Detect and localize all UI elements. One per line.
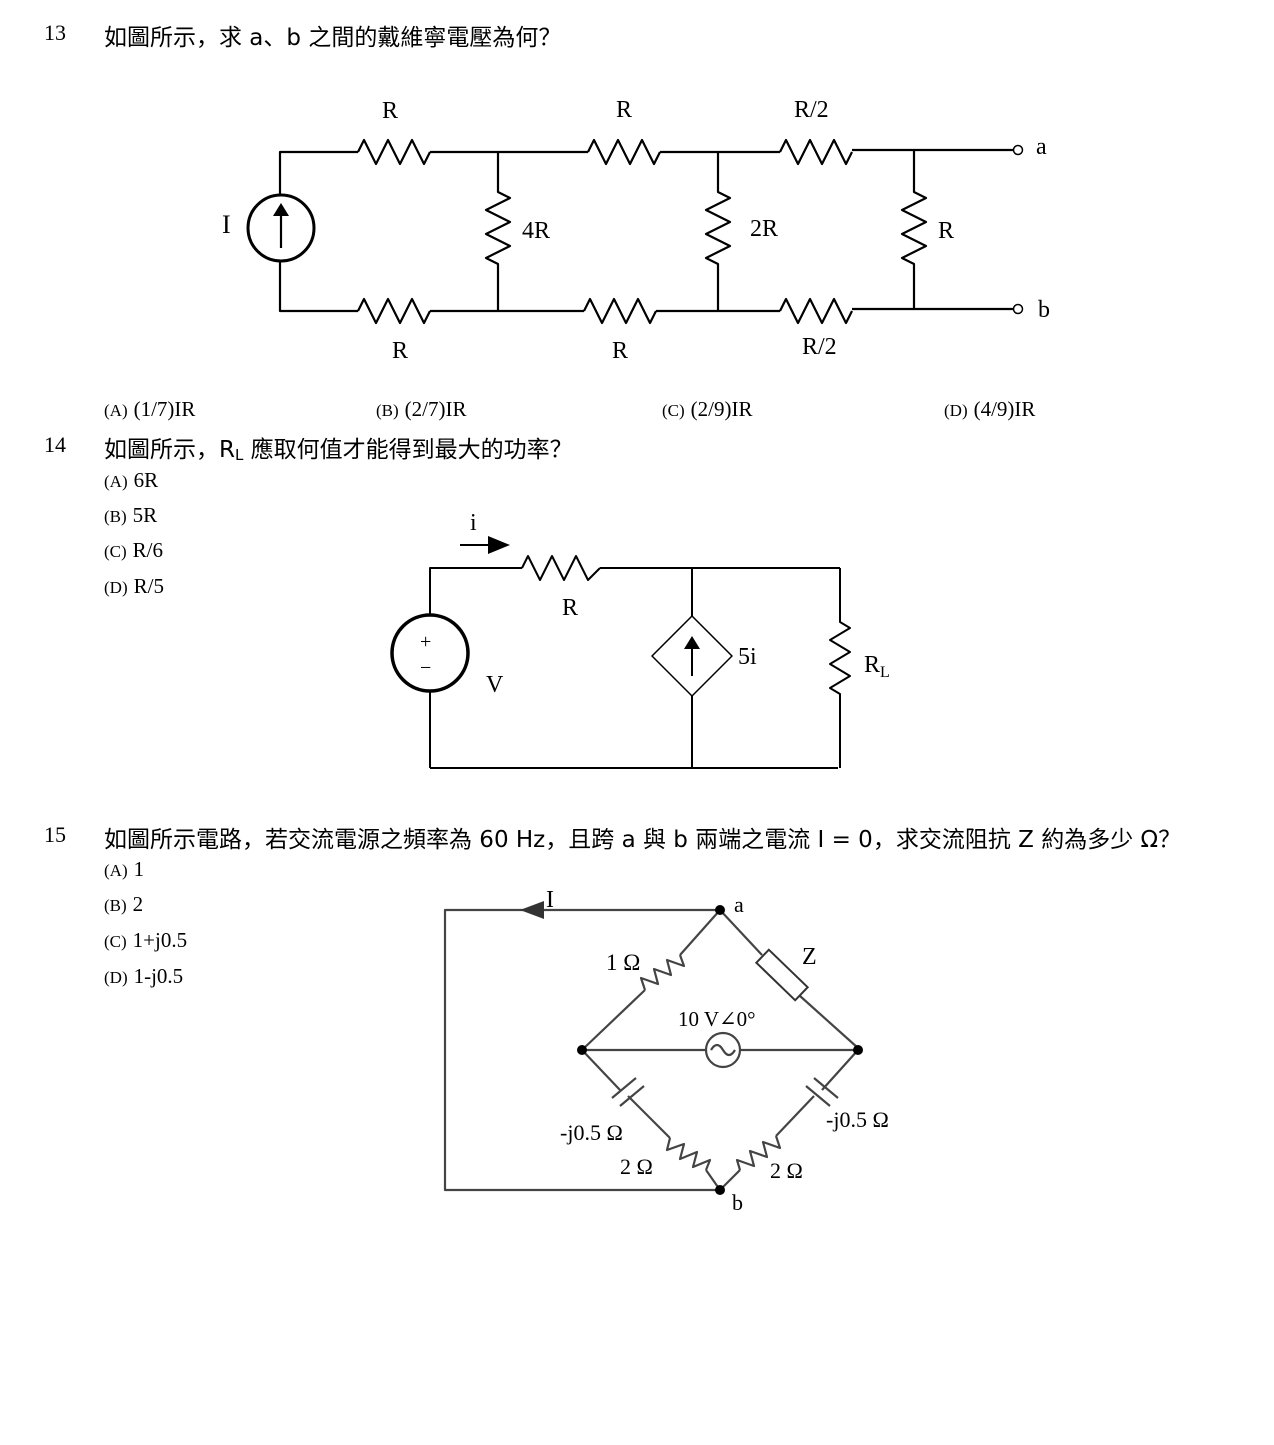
option-b: (B)5R [104, 503, 158, 527]
label-node-a: a [734, 892, 744, 917]
label-load: RL [864, 652, 890, 681]
label-top-r2: R [616, 97, 632, 123]
label-top-r3: R/2 [794, 97, 829, 123]
question-number: 14 [44, 432, 66, 457]
option-a: (A)6R [104, 468, 159, 492]
label-terminal-b: b [1038, 297, 1050, 323]
question-text: 如圖所示電路，若交流電源之頻率為 60 Hz，且跨 a 與 b 兩端之電流 I … [104, 827, 1182, 853]
question-number: 13 [44, 20, 66, 45]
option-d: (D)(4/9)IR [944, 397, 1036, 421]
label-r-bot-right: 2 Ω [770, 1158, 803, 1183]
label-bot-r2: R [612, 338, 628, 364]
label-terminal-a: a [1036, 134, 1047, 160]
question-text: 如圖所示，求 a、b 之間的戴維寧電壓為何？ [104, 25, 562, 51]
plus-sign: + [420, 631, 431, 653]
label-node-b: b [732, 1190, 743, 1215]
option-c: (C)(2/9)IR [662, 397, 753, 421]
label-bot-r1: R [392, 338, 408, 364]
option-c: (C)R/6 [104, 538, 164, 562]
option-b: (B)2 [104, 892, 144, 916]
label-current-i: i [470, 510, 477, 536]
label-current-I: I [546, 887, 554, 913]
label-cap-right: -j0.5 Ω [826, 1107, 889, 1132]
label-dependent-source: 5i [738, 644, 757, 670]
label-bot-r3: R/2 [802, 334, 837, 360]
label-current-source: I [222, 210, 231, 239]
option-c: (C)1+j0.5 [104, 928, 188, 952]
label-voltage-v: V [486, 672, 504, 698]
label-ac-source: 10 V∠0° [678, 1007, 756, 1031]
label-shunt-2r: 2R [750, 216, 778, 242]
option-d: (D)R/5 [104, 574, 164, 598]
label-top-r1: R [382, 98, 398, 124]
question-number: 15 [44, 822, 66, 847]
label-resistor-r: R [562, 595, 578, 621]
question-text: 如圖所示，RL 應取何值才能得到最大的功率？ [104, 437, 573, 464]
minus-sign: − [420, 657, 431, 679]
label-r-top-left: 1 Ω [606, 950, 640, 975]
option-a: (A)1 [104, 857, 145, 881]
label-cap-left: -j0.5 Ω [560, 1120, 623, 1145]
option-b: (B)(2/7)IR [376, 397, 467, 421]
label-r-bot-left: 2 Ω [620, 1154, 653, 1179]
label-shunt-r: R [938, 218, 954, 244]
option-a: (A)(1/7)IR [104, 397, 196, 421]
label-impedance-z: Z [802, 944, 817, 970]
label-shunt-4r: 4R [522, 218, 550, 244]
option-d: (D)1-j0.5 [104, 964, 184, 988]
